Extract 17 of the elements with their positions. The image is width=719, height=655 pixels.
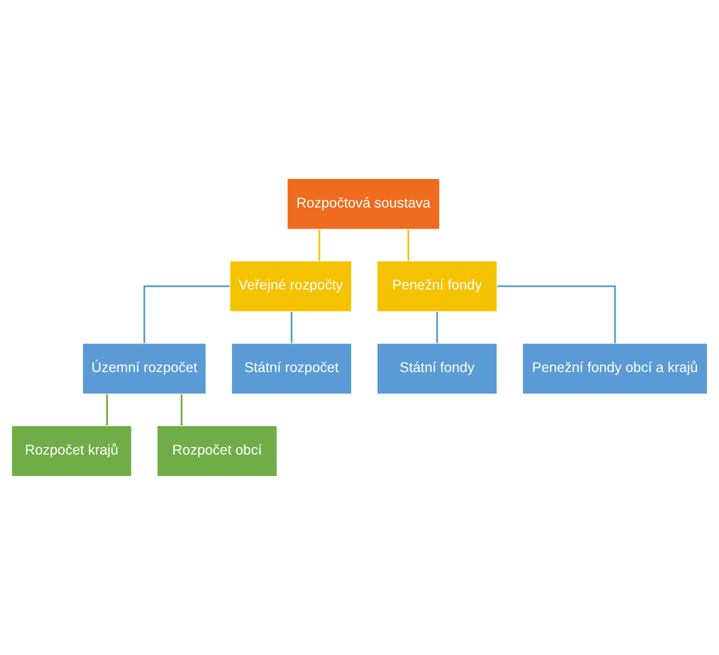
node-box: Rozpočet krajů — [11, 425, 132, 477]
connector — [143, 285, 230, 344]
node-box: Rozpočtová soustava — [286, 178, 440, 230]
node-box: Státní rozpočet — [231, 342, 352, 395]
node-box: Penežní fondy obcí a krajů — [522, 342, 708, 395]
connector — [497, 285, 616, 344]
connector — [436, 312, 438, 344]
node-box: Státní fondy — [376, 342, 498, 395]
node-box: Veřejné rozpočty — [229, 260, 352, 312]
node-box: Penežní fondy — [376, 260, 498, 312]
node-box: Rozpočet obcí — [156, 425, 278, 477]
node-box: Územní rozpočet — [82, 342, 207, 395]
connector — [180, 394, 182, 426]
connector — [407, 230, 410, 261]
connector — [106, 394, 108, 426]
connector — [318, 230, 320, 261]
connector — [290, 312, 292, 344]
